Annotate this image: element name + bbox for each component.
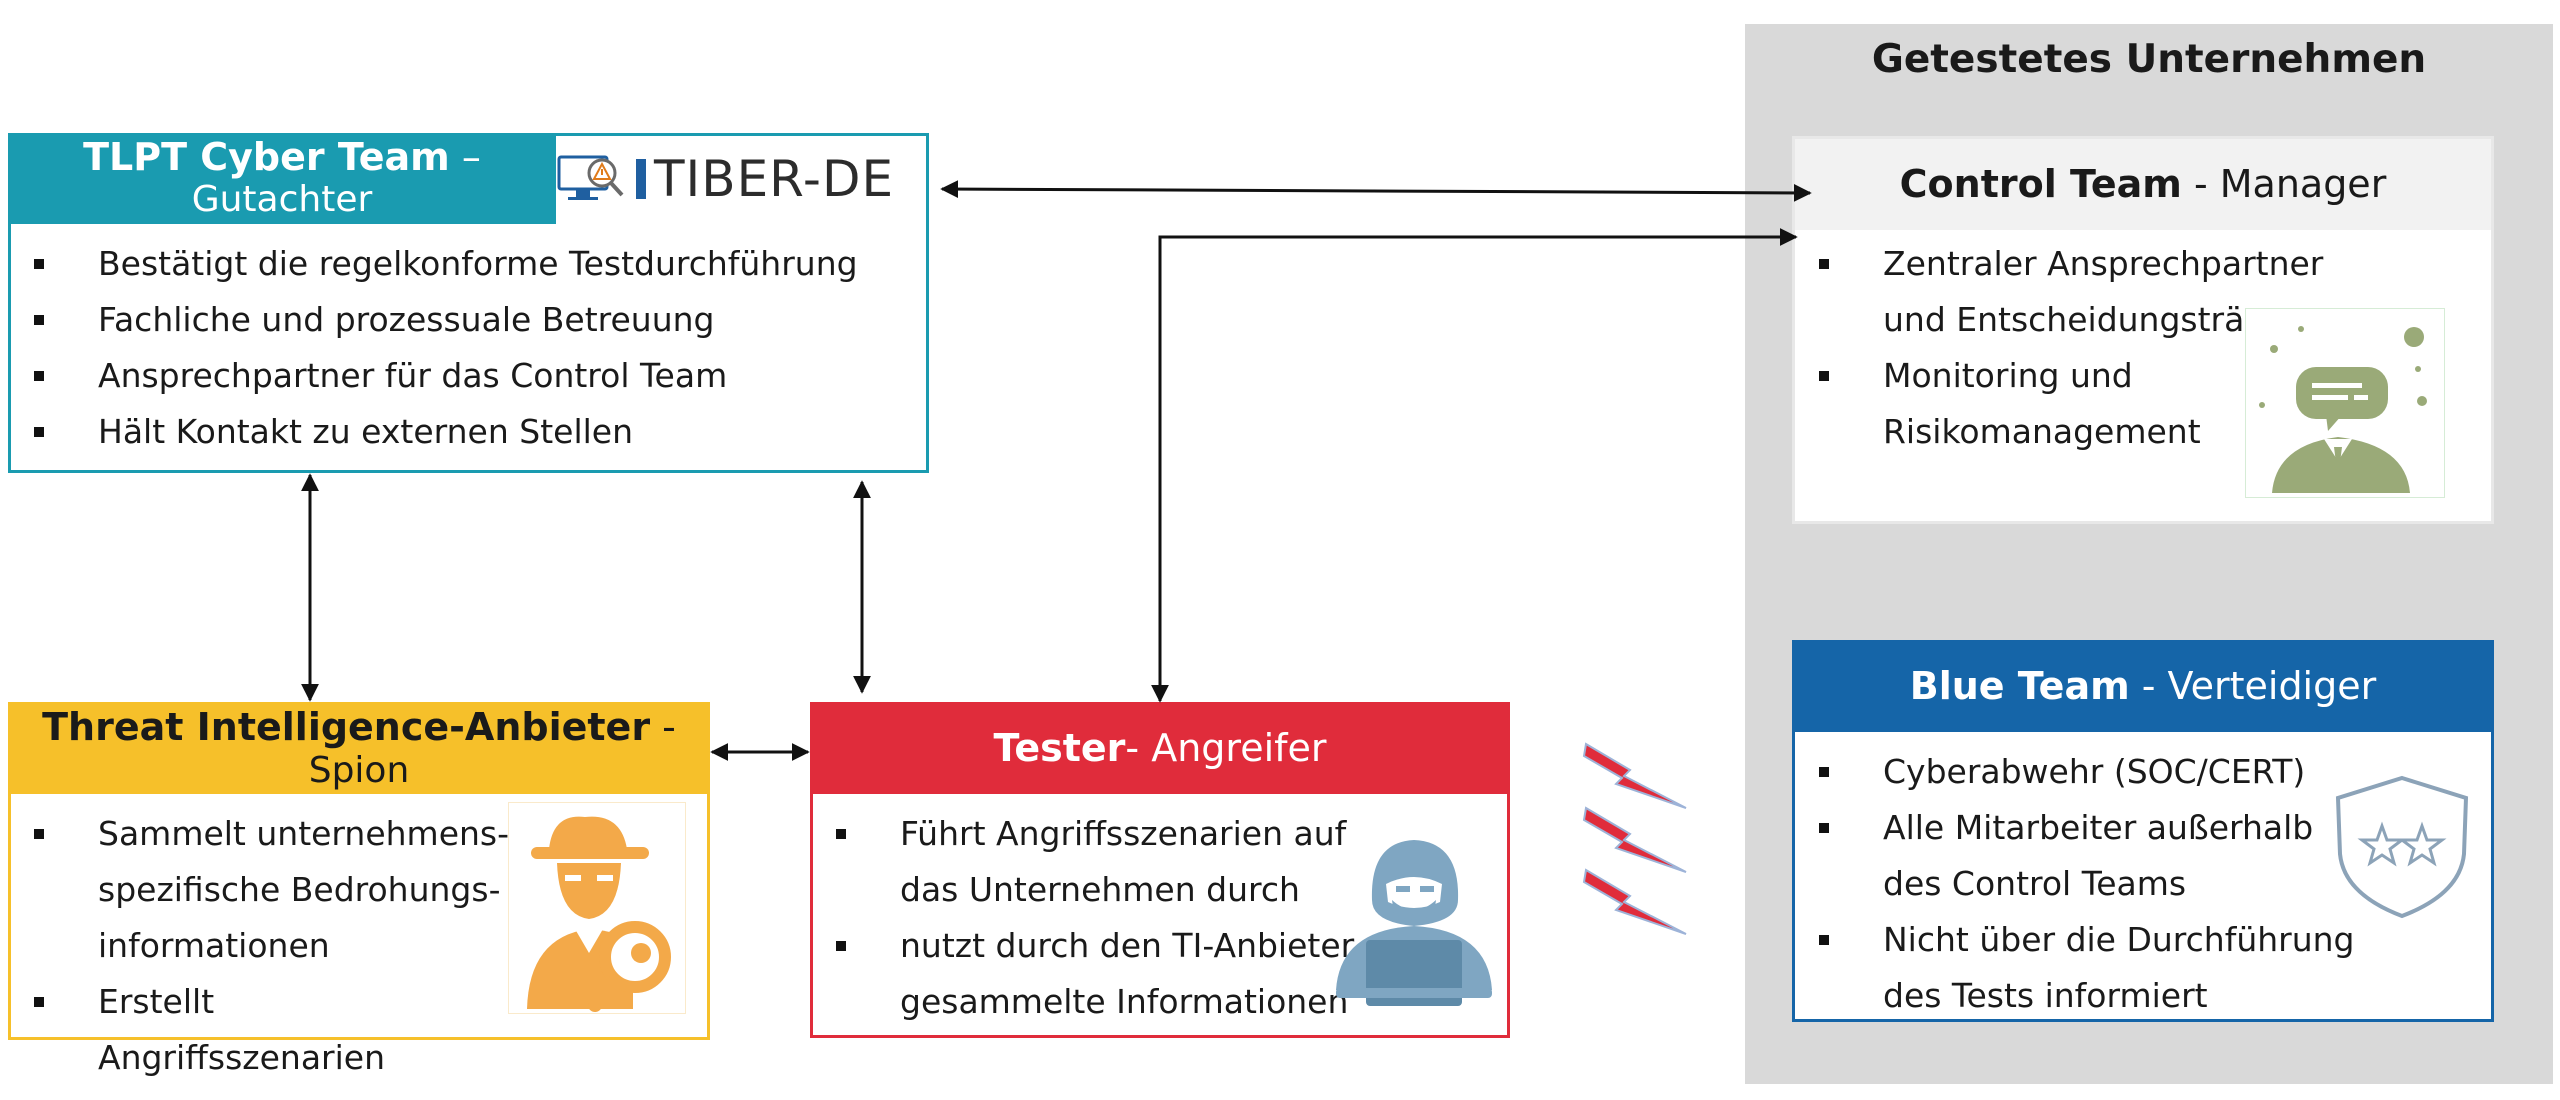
- threat-subtitle: Spion: [308, 750, 410, 791]
- list-item: Erstellt Angriffsszenarien: [10, 974, 510, 1086]
- list-item: Bestätigt die regelkonforme Testdurchfüh…: [10, 236, 910, 292]
- list-item: nutzt durch den TI-Anbieter gesammelte I…: [812, 918, 1372, 1030]
- lightning-icon: [1582, 868, 1687, 935]
- control-team-header: Control Team - Manager: [1795, 139, 2491, 230]
- blue-title-rest: - Verteidiger: [2129, 664, 2377, 708]
- lightning-bolts: [1582, 742, 1687, 935]
- tlpt-bullet-list: Bestätigt die regelkonforme Testdurchfüh…: [10, 236, 910, 460]
- list-item: Nicht über die Durchführung des Tests in…: [1795, 912, 2355, 1024]
- threat-bullet-list: Sammelt unternehmens-spezifische Bedrohu…: [10, 806, 510, 1086]
- threat-title-dash: -: [650, 705, 676, 749]
- tester-header: Tester- Angreifer: [810, 702, 1510, 794]
- control-title-rest: - Manager: [2181, 162, 2387, 206]
- control-title: Control Team: [1899, 162, 2182, 206]
- blue-team-header: Blue Team - Verteidiger: [1792, 640, 2494, 732]
- tester-title-rest: - Angreifer: [1125, 726, 1327, 770]
- tlpt-title-dash: –: [449, 135, 481, 179]
- list-item: Alle Mitarbeiter außerhalb des Control T…: [1795, 800, 2355, 912]
- tester-title: Tester: [993, 726, 1126, 770]
- tlpt-subtitle: Gutachter: [191, 179, 373, 220]
- lightning-icon: [1582, 806, 1687, 873]
- chat-person-icon: [2259, 326, 2427, 493]
- list-item: Monitoring und Risikomanagement: [1795, 348, 2355, 460]
- blue-title: Blue Team: [1909, 664, 2130, 708]
- spy-magnifier-icon: [527, 816, 671, 1012]
- tlpt-title: TLPT Cyber Team: [83, 135, 450, 179]
- tlpt-team-header: TLPT Cyber Team – Gutachter: [8, 133, 556, 224]
- list-item: Sammelt unternehmens-spezifische Bedrohu…: [10, 806, 510, 974]
- chat-person-illustration: [2245, 308, 2445, 498]
- arrow-tlpt-control: [940, 180, 1812, 202]
- lightning-icon: [1582, 742, 1687, 809]
- hacker-illustration: [1330, 830, 1500, 1010]
- shield-stars-icon: [2335, 775, 2469, 919]
- tiber-de-logo-text: TIBER-DE: [654, 150, 895, 208]
- list-item: Cyberabwehr (SOC/CERT): [1795, 744, 2355, 800]
- monitor-warning-icon: [557, 155, 624, 200]
- list-item: Zentraler Ansprechpartner und Entscheidu…: [1795, 236, 2355, 348]
- arrow-tester-control: [1151, 228, 1798, 703]
- list-item: Führt Angriffsszenarien auf das Unterneh…: [812, 806, 1372, 918]
- list-item: Fachliche und prozessuale Betreuung: [10, 292, 910, 348]
- list-item: Ansprechpartner für das Control Team: [10, 348, 910, 404]
- hacker-laptop-icon: [1336, 840, 1492, 1006]
- control-bullet-list: Zentraler Ansprechpartner und Entscheidu…: [1795, 236, 2355, 460]
- tester-bullet-list: Führt Angriffsszenarien auf das Unterneh…: [812, 806, 1372, 1030]
- threat-title: Threat Intelligence-Anbieter: [42, 705, 651, 749]
- list-item: Hält Kontakt zu externen Stellen: [10, 404, 910, 460]
- company-title: Getestetes Unternehmen: [1871, 37, 2427, 82]
- blue-bullet-list: Cyberabwehr (SOC/CERT) Alle Mitarbeiter …: [1795, 744, 2355, 1024]
- spy-illustration: [508, 802, 686, 1014]
- threat-intel-header: Threat Intelligence-Anbieter - Spion: [8, 702, 710, 794]
- tiber-de-logo: TIBER-DE: [556, 136, 926, 222]
